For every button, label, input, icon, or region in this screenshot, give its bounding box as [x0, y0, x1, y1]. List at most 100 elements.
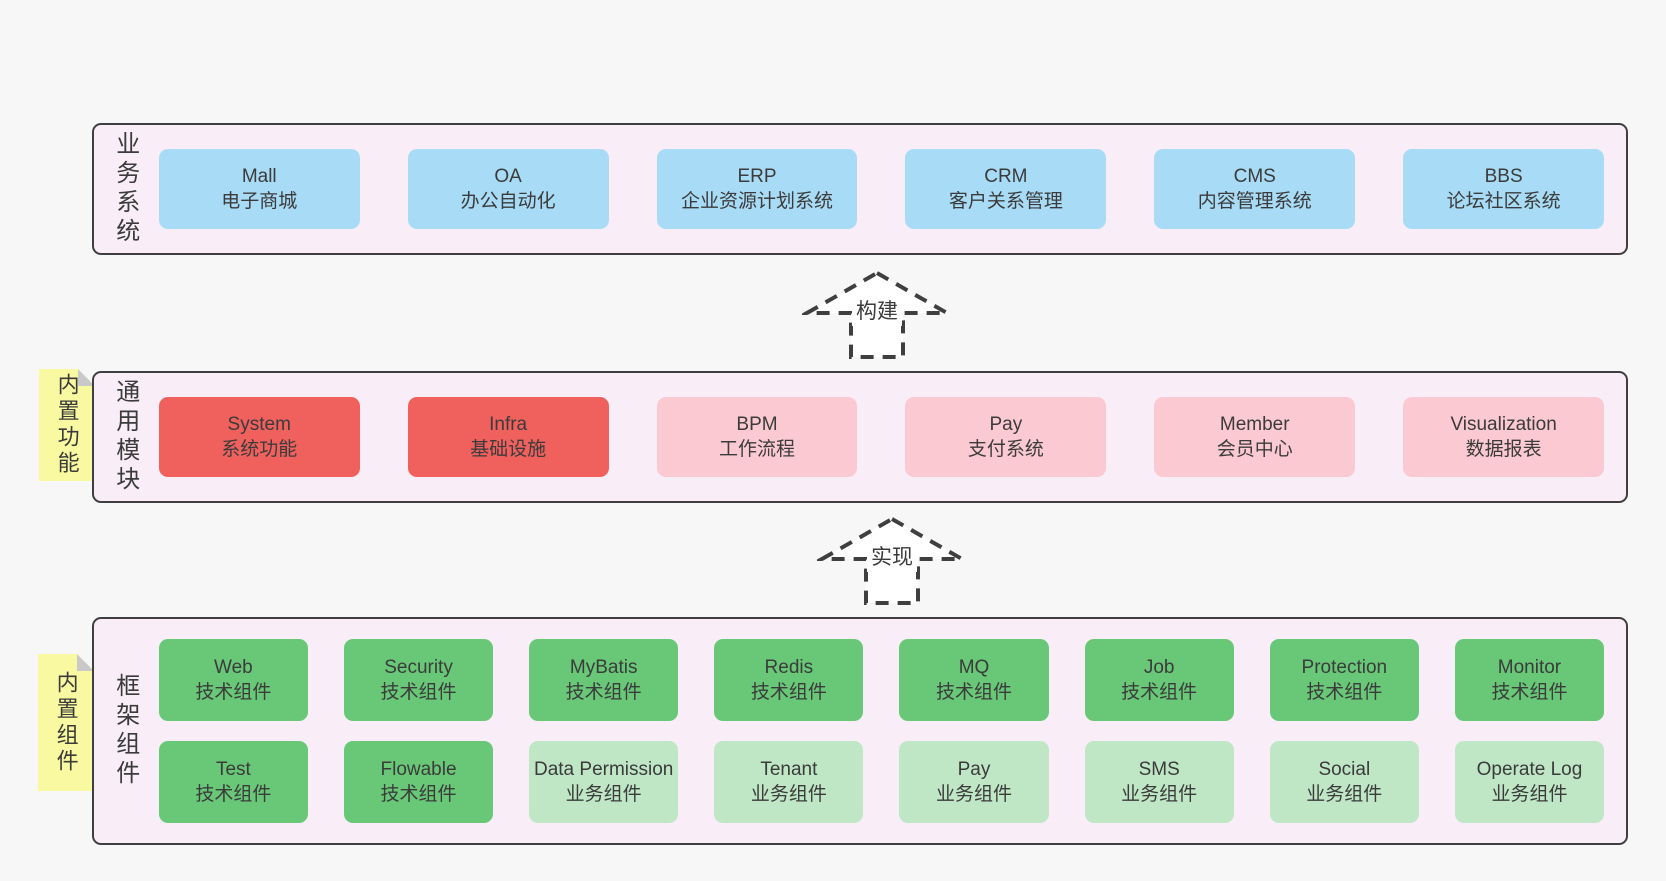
panel-label-framework-components: 框架组件 [111, 673, 139, 789]
box-title: Test [215, 759, 251, 780]
box-title: Web [214, 657, 253, 678]
box-social: Social 业务组件 [1269, 741, 1419, 823]
box-subtitle: 业务组件 [750, 784, 827, 805]
box-subtitle: 系统功能 [221, 439, 298, 460]
box-pay: Pay 业务组件 [899, 741, 1049, 823]
box-subtitle: 企业资源计划系统 [680, 191, 833, 212]
box-subtitle: 技术组件 [1306, 682, 1383, 703]
box-title: Operate Log [1476, 759, 1583, 780]
box-subtitle: 技术组件 [935, 682, 1012, 703]
box-oa: OA 办公自动化 [407, 149, 609, 229]
box-title: ERP [737, 166, 777, 187]
panel-label-business-systems: 业务系统 [111, 131, 139, 247]
box-subtitle: 工作流程 [718, 439, 795, 460]
box-title: Flowable [380, 759, 457, 780]
box-title: System [227, 414, 291, 435]
box-title: Pay [989, 414, 1023, 435]
box-title: Redis [764, 657, 814, 678]
box-subtitle: 业务组件 [565, 784, 642, 805]
box-subtitle: 技术组件 [750, 682, 827, 703]
box-title: MQ [958, 657, 990, 678]
box-title: Social [1318, 759, 1371, 780]
box-erp: ERP 企业资源计划系统 [656, 149, 858, 229]
box-subtitle: 论坛社区系统 [1446, 191, 1561, 212]
box-subtitle: 业务组件 [1306, 784, 1383, 805]
box-subtitle: 技术组件 [565, 682, 642, 703]
box-monitor: Monitor 技术组件 [1454, 639, 1605, 721]
box-redis: Redis 技术组件 [714, 639, 864, 721]
box-subtitle: 技术组件 [195, 682, 272, 703]
box-subtitle: 基础设施 [470, 439, 547, 460]
box-protection: Protection 技术组件 [1269, 639, 1419, 721]
box-infra: Infra 基础设施 [407, 397, 609, 477]
box-title: Visualization [1450, 414, 1557, 435]
panel-business-systems: 业务系统 Mall 电子商城 OA 办公自动化 ERP 企业资源计划系统 CRM 客户关系管理… [92, 123, 1628, 255]
box-bbs: BBS 论坛社区系统 [1403, 149, 1605, 229]
box-visualization: Visualization 数据报表 [1403, 397, 1605, 477]
box-subtitle: 技术组件 [380, 682, 457, 703]
box-operate-log: Operate Log 业务组件 [1454, 741, 1605, 823]
box-title: Protection [1301, 657, 1388, 678]
panel-label-common-modules: 通用模块 [111, 379, 139, 495]
sticky-note-builtin-components: 内置组件 [38, 654, 94, 791]
box-data-permission: Data Permission 业务组件 [529, 741, 679, 823]
box-subtitle: 业务组件 [1491, 784, 1568, 805]
build-arrow-label: 构建 [852, 294, 902, 326]
box-title: Pay [957, 759, 991, 780]
box-title: BPM [736, 414, 778, 435]
business-systems-row: Mall 电子商城 OA 办公自动化 ERP 企业资源计划系统 CRM 客户关系管理 CMS 内容… [145, 139, 1626, 239]
implement-arrow-label: 实现 [867, 540, 917, 572]
panel-common-modules: 通用模块 System 系统功能 Infra 基础设施 BPM 工作流程 Pay 支付系统 Me… [92, 371, 1628, 503]
box-subtitle: 客户关系管理 [948, 191, 1063, 212]
common-modules-row: System 系统功能 Infra 基础设施 BPM 工作流程 Pay 支付系统 Member 会… [145, 387, 1626, 487]
box-subtitle: 电子商城 [221, 191, 298, 212]
box-subtitle: 会员中心 [1216, 439, 1293, 460]
box-title: SMS [1138, 759, 1180, 780]
box-subtitle: 业务组件 [935, 784, 1012, 805]
box-title: BBS [1484, 166, 1523, 187]
box-mybatis: MyBatis 技术组件 [529, 639, 679, 721]
box-subtitle: 办公自动化 [460, 191, 556, 212]
box-tenant: Tenant 业务组件 [714, 741, 864, 823]
box-crm: CRM 客户关系管理 [905, 149, 1107, 229]
box-system: System 系统功能 [158, 397, 360, 477]
box-member: Member 会员中心 [1154, 397, 1356, 477]
box-sms: SMS 业务组件 [1084, 741, 1234, 823]
box-title: CMS [1233, 166, 1276, 187]
box-subtitle: 业务组件 [1121, 784, 1198, 805]
box-title: Job [1143, 657, 1175, 678]
box-subtitle: 数据报表 [1465, 439, 1542, 460]
box-test: Test 技术组件 [158, 741, 308, 823]
box-subtitle: 技术组件 [380, 784, 457, 805]
box-title: Security [384, 657, 453, 678]
box-title: OA [494, 166, 522, 187]
box-title: Member [1219, 414, 1290, 435]
box-title: CRM [984, 166, 1028, 187]
box-cms: CMS 内容管理系统 [1154, 149, 1356, 229]
box-job: Job 技术组件 [1084, 639, 1234, 721]
box-bpm: BPM 工作流程 [656, 397, 858, 477]
box-subtitle: 内容管理系统 [1197, 191, 1312, 212]
box-subtitle: 支付系统 [967, 439, 1044, 460]
box-subtitle: 技术组件 [1491, 682, 1568, 703]
box-subtitle: 技术组件 [195, 784, 272, 805]
box-mq: MQ 技术组件 [899, 639, 1049, 721]
box-title: Tenant [760, 759, 818, 780]
box-title: Mall [241, 166, 277, 187]
sticky-note-label: 内置组件 [53, 670, 79, 775]
box-title: Infra [489, 414, 528, 435]
sticky-note-label: 内置功能 [54, 373, 80, 477]
box-mall: Mall 电子商城 [158, 149, 360, 229]
box-row: System 系统功能 Infra 基础设施 BPM 工作流程 Pay 支付系统 Member 会… [158, 397, 1605, 477]
box-title: Data Permission [533, 759, 674, 780]
box-title: MyBatis [569, 657, 638, 678]
box-security: Security 技术组件 [343, 639, 494, 721]
box-title: Monitor [1497, 657, 1562, 678]
box-subtitle: 技术组件 [1121, 682, 1198, 703]
sticky-note-builtin-features: 内置功能 [39, 369, 95, 481]
box-flowable: Flowable 技术组件 [343, 741, 494, 823]
